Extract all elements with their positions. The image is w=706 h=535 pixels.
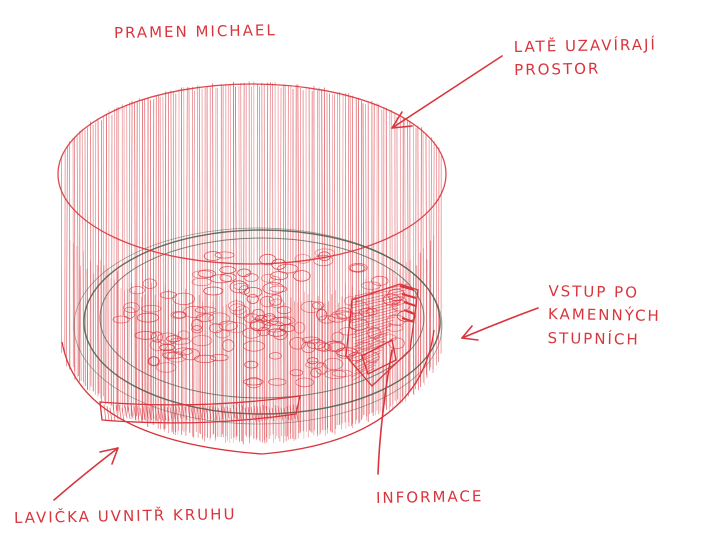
annotation-information-text: INFORMACE	[376, 485, 484, 510]
annotation-entrance-line-2: KAMENNÝCH	[548, 303, 661, 328]
annotation-information: INFORMACE	[376, 485, 484, 510]
arrow-grasses	[392, 56, 502, 128]
annotation-entrance-line-3: STUPNÍCH	[547, 326, 660, 351]
annotation-bench-text: LAVIČKA UVNITŘ KRUHU	[14, 503, 237, 530]
top-rim	[58, 84, 446, 264]
annotation-entrance-line-1: VSTUP PO	[548, 280, 661, 305]
arrow-entrance	[462, 308, 538, 340]
arrow-bench	[54, 448, 118, 500]
annotation-bench: LAVIČKA UVNITŘ KRUHU	[14, 503, 237, 530]
annotation-grasses: LATĚ UZAVÍRAJÍ PROSTOR	[514, 34, 658, 83]
sketch-title: PRAMEN MICHAEL	[114, 19, 277, 45]
annotation-grasses-line-2: PROSTOR	[514, 57, 657, 83]
annotation-entrance: VSTUP PO KAMENNÝCH STUPNÍCH	[547, 280, 661, 352]
title-text: PRAMEN MICHAEL	[114, 19, 277, 45]
annotation-grasses-line-1: LATĚ UZAVÍRAJÍ	[514, 34, 657, 60]
